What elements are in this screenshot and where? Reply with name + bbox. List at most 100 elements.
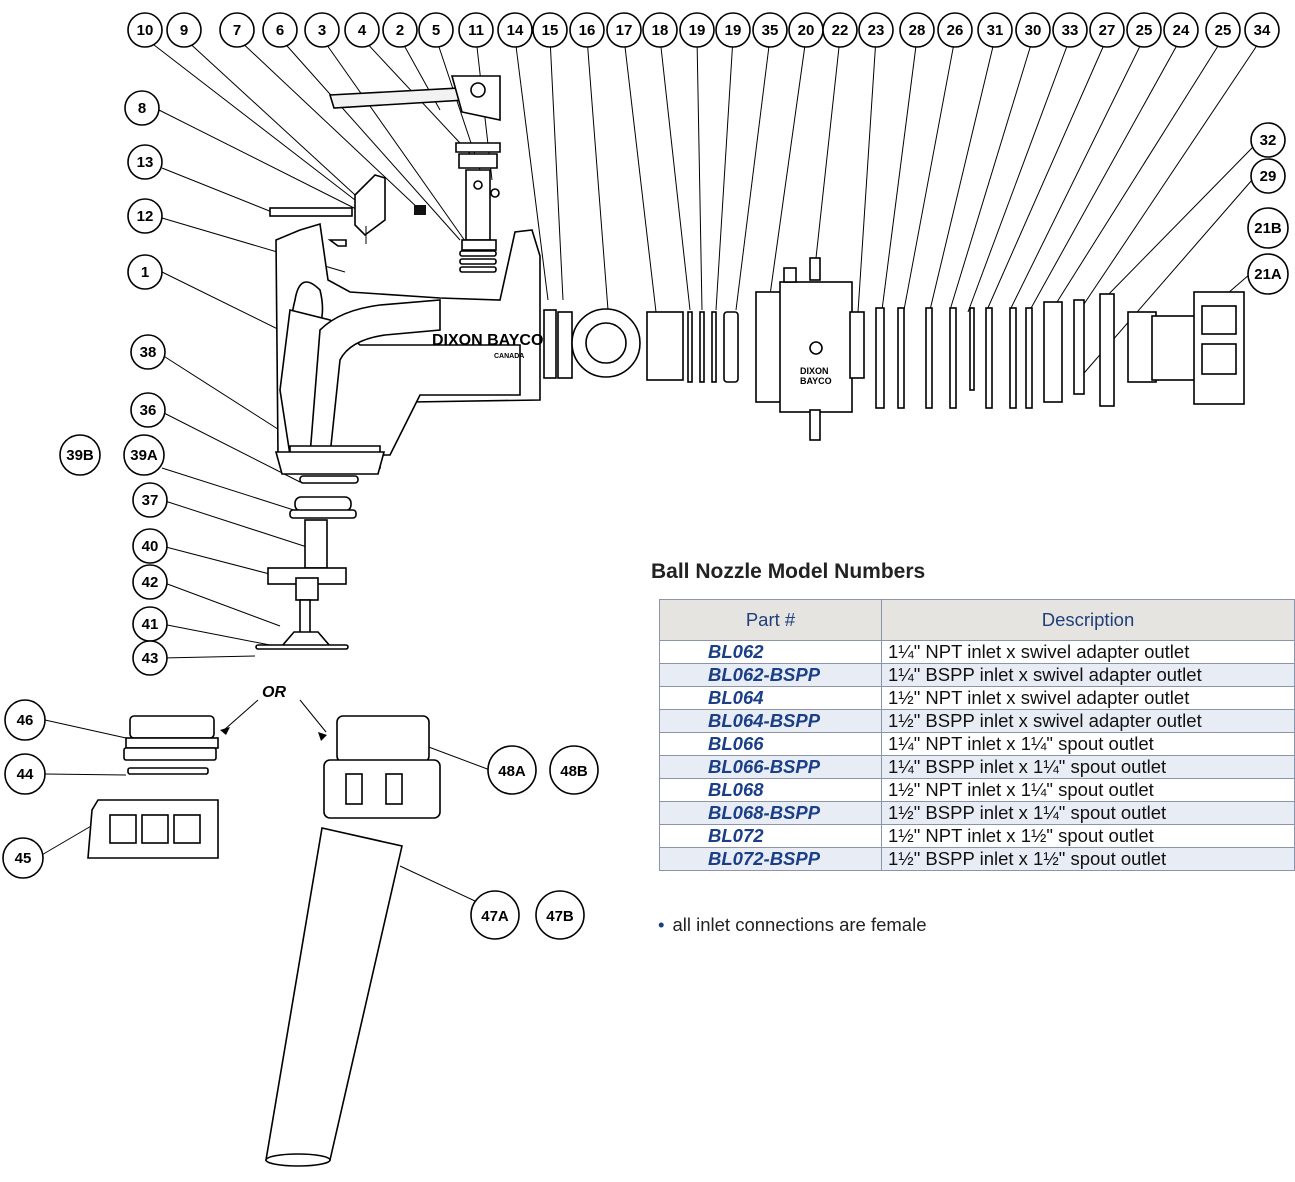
svg-text:21B: 21B — [1254, 220, 1282, 237]
callout-7: 7 — [219, 12, 255, 48]
svg-text:2: 2 — [396, 22, 404, 39]
callout-38: 38 — [130, 334, 166, 370]
part-description: 1½" NPT inlet x 1½" spout outlet — [881, 824, 1295, 848]
callout-4: 4 — [344, 12, 380, 48]
svg-text:18: 18 — [652, 22, 669, 39]
callout-27: 27 — [1089, 12, 1125, 48]
handle-assembly — [328, 75, 501, 273]
svg-text:14: 14 — [507, 22, 524, 39]
callout-25-a: 25 — [1126, 12, 1162, 48]
svg-text:7: 7 — [233, 22, 241, 39]
part-number: BL072 — [659, 824, 882, 848]
svg-text:27: 27 — [1099, 22, 1116, 39]
part-description: 1½" BSPP inlet x swivel adapter outlet — [881, 709, 1295, 733]
or-label: OR — [262, 684, 286, 701]
svg-text:15: 15 — [542, 22, 559, 39]
svg-text:40: 40 — [142, 538, 159, 555]
svg-text:44: 44 — [17, 766, 34, 783]
svg-text:33: 33 — [1062, 22, 1079, 39]
callout-28: 28 — [899, 12, 935, 48]
callouts: 10 9 7 6 3 4 2 5 11 14 15 16 17 18 19 19… — [2, 12, 1289, 940]
svg-text:45: 45 — [15, 850, 32, 867]
adapter-brand-line2: BAYCO — [800, 376, 832, 386]
part-description: 1¼" NPT inlet x swivel adapter outlet — [881, 640, 1295, 664]
svg-text:46: 46 — [17, 712, 34, 729]
part-number: BL068 — [659, 778, 882, 802]
callout-23: 23 — [858, 12, 894, 48]
latch-parts — [269, 174, 426, 247]
svg-text:20: 20 — [798, 22, 815, 39]
svg-text:48B: 48B — [560, 763, 588, 780]
column-header-part: Part # — [659, 599, 882, 641]
part-description: 1½" BSPP inlet x 1½" spout outlet — [881, 847, 1295, 871]
part-number: BL066-BSPP — [659, 755, 882, 779]
part-description: 1½" NPT inlet x 1¼" spout outlet — [881, 778, 1295, 802]
callout-8: 8 — [124, 90, 160, 126]
callout-46: 46 — [4, 699, 46, 741]
valve-stack — [255, 475, 359, 650]
callout-35: 35 — [752, 12, 788, 48]
svg-text:47A: 47A — [481, 908, 509, 925]
svg-text:24: 24 — [1173, 22, 1190, 39]
svg-text:36: 36 — [140, 402, 157, 419]
callout-22: 22 — [822, 12, 858, 48]
callout-30: 30 — [1015, 12, 1051, 48]
callout-1: 1 — [127, 254, 163, 290]
callout-39b: 39B — [59, 434, 101, 476]
callout-16: 16 — [569, 12, 605, 48]
svg-text:29: 29 — [1260, 168, 1277, 185]
svg-text:4: 4 — [358, 22, 367, 39]
callout-13: 13 — [127, 144, 163, 180]
svg-text:34: 34 — [1254, 22, 1271, 39]
svg-text:1: 1 — [141, 264, 149, 281]
callout-32: 32 — [1250, 122, 1286, 158]
svg-text:22: 22 — [832, 22, 849, 39]
callout-45: 45 — [2, 837, 44, 879]
body-country-text: CANADA — [494, 353, 524, 360]
footnote: •all inlet connections are female — [658, 914, 927, 936]
part-number: BL064 — [659, 686, 882, 710]
callout-42: 42 — [132, 564, 168, 600]
svg-text:21A: 21A — [1254, 266, 1282, 283]
callout-15: 15 — [532, 12, 568, 48]
svg-text:38: 38 — [140, 344, 157, 361]
body-brand-text: DIXON BAYCO — [432, 332, 543, 349]
svg-text:19: 19 — [725, 22, 742, 39]
callout-40: 40 — [132, 528, 168, 564]
svg-text:41: 41 — [142, 616, 159, 633]
callout-14: 14 — [497, 12, 533, 48]
svg-text:8: 8 — [138, 100, 146, 117]
svg-text:23: 23 — [868, 22, 885, 39]
nozzle-body: DIXON BAYCO CANADA — [274, 222, 543, 475]
svg-text:32: 32 — [1260, 132, 1277, 149]
table-header-row: Part # Description — [659, 599, 1295, 641]
svg-text:19: 19 — [689, 22, 706, 39]
part-number: BL072-BSPP — [659, 847, 882, 871]
svg-text:35: 35 — [762, 22, 779, 39]
callout-25-b: 25 — [1205, 12, 1241, 48]
callout-5: 5 — [418, 12, 454, 48]
svg-text:12: 12 — [137, 208, 154, 225]
footnote-text: all inlet connections are female — [672, 914, 927, 935]
svg-text:25: 25 — [1136, 22, 1153, 39]
svg-text:9: 9 — [180, 22, 188, 39]
part-description: 1½" NPT inlet x swivel adapter outlet — [881, 686, 1295, 710]
callout-3: 3 — [304, 12, 340, 48]
callout-18: 18 — [642, 12, 678, 48]
svg-text:25: 25 — [1215, 22, 1232, 39]
callout-47b: 47B — [535, 890, 585, 940]
callout-48b: 48B — [549, 745, 599, 795]
callout-17: 17 — [606, 12, 642, 48]
callout-2: 2 — [382, 12, 418, 48]
svg-text:13: 13 — [137, 154, 154, 171]
callout-39a: 39A — [123, 434, 165, 476]
svg-text:10: 10 — [137, 22, 154, 39]
part-number: BL062-BSPP — [659, 663, 882, 687]
part-description: 1¼" BSPP inlet x swivel adapter outlet — [881, 663, 1295, 687]
svg-text:31: 31 — [987, 22, 1004, 39]
